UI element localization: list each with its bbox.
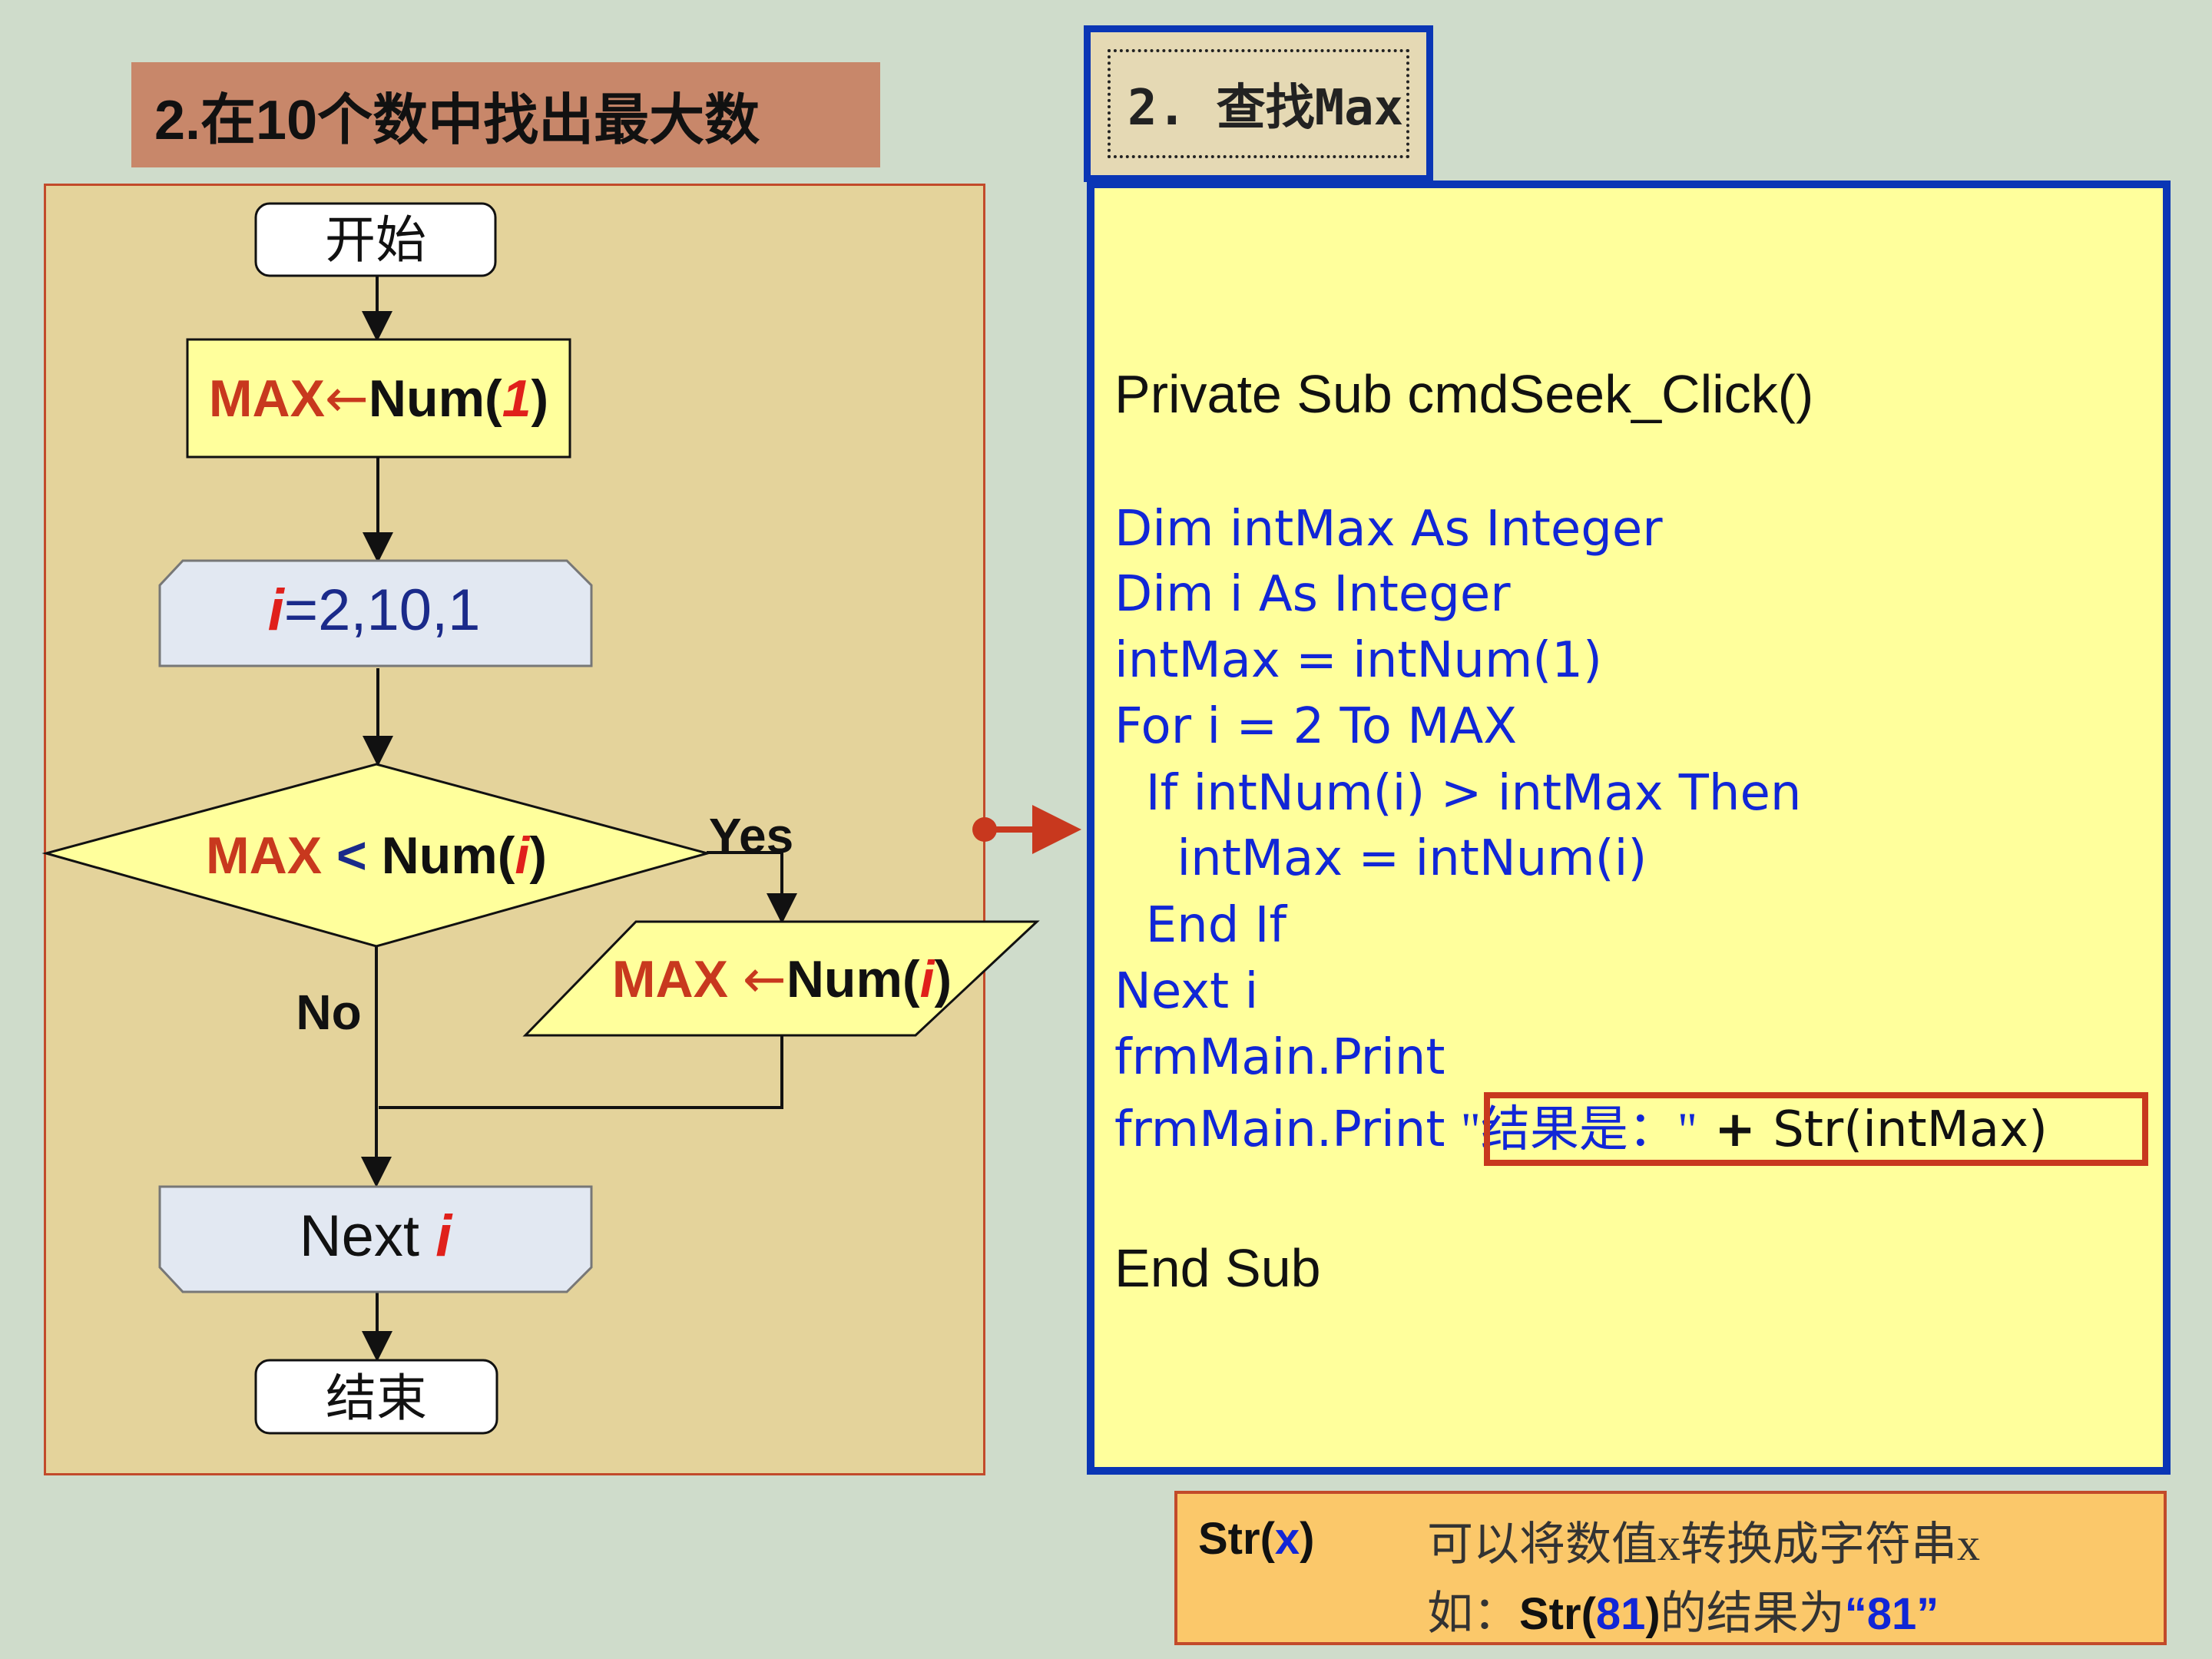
code-print2-string: "结果是：" xyxy=(1460,1102,1697,1157)
code-line-dim-i: Dim i As Integer xyxy=(1114,566,1511,623)
next-label: Next i xyxy=(300,1204,453,1269)
code-line-print1: frmMain.Print xyxy=(1114,1029,1445,1086)
decision-close: ) xyxy=(529,826,547,885)
code-print2-fn: Str(intMax) xyxy=(1773,1101,2048,1158)
update-arrow: ← xyxy=(743,949,786,1010)
assign-max-index: 1 xyxy=(502,369,531,428)
code-line-print2: frmMain.Print "结果是：" + Str(intMax) xyxy=(1114,1097,2048,1163)
arrow-yes-branch xyxy=(707,851,797,924)
assign-max-box xyxy=(186,338,571,459)
code-line-dim-max: Dim intMax As Integer xyxy=(1114,501,1663,558)
code-line-assign: intMax = intNum(i) xyxy=(1114,830,1647,887)
note-example-result: “81” xyxy=(1844,1589,1939,1639)
decision-diamond xyxy=(41,763,712,948)
decision-label: MAX < Num(i) xyxy=(206,826,547,885)
seek-max-tab-focus: 2. 查找Max xyxy=(1108,49,1409,158)
seek-max-tab[interactable]: 2. 查找Max xyxy=(1084,25,1433,182)
code-panel xyxy=(1087,180,2171,1475)
slide-title: 2.在10个数中找出最大数 xyxy=(131,62,880,167)
assign-max-arrow: ← xyxy=(325,369,369,429)
note-panel xyxy=(1174,1491,2167,1645)
decision-fn: Num( xyxy=(382,826,515,885)
seek-max-tab-label: 2. 查找Max xyxy=(1128,80,1404,137)
start-terminal xyxy=(254,202,497,277)
loop-hexagon xyxy=(158,559,593,667)
code-line-sub: Private Sub cmdSeek_Click() xyxy=(1114,364,1814,424)
update-left: MAX xyxy=(612,950,743,1008)
update-fn: Num( xyxy=(786,950,920,1008)
update-parallelogram xyxy=(522,920,1040,1037)
yes-label: Yes xyxy=(709,808,793,863)
update-close: ) xyxy=(935,950,952,1008)
decision-var: i xyxy=(515,826,531,885)
assign-max-fn: Num( xyxy=(369,369,502,428)
end-label: 结束 xyxy=(326,1369,427,1426)
highlight-box xyxy=(1484,1092,2148,1166)
note-fn-arg: x xyxy=(1274,1514,1300,1564)
end-terminal xyxy=(254,1359,498,1435)
no-label: No xyxy=(296,985,361,1040)
assign-max-label: MAX←Num(1) xyxy=(209,369,548,429)
update-label: MAX ←Num(i) xyxy=(612,949,952,1010)
next-hexagon xyxy=(158,1185,593,1293)
flow-connectors xyxy=(361,276,797,1362)
note-example: 如：Str(81)的结果为“81” xyxy=(1427,1576,1939,1643)
next-word: Next xyxy=(300,1204,435,1269)
update-var: i xyxy=(920,950,936,1008)
code-line-endif: End If xyxy=(1114,897,1287,954)
pointer-arrow xyxy=(972,805,1081,854)
code-line-init: intMax = intNum(1) xyxy=(1114,632,1602,689)
note-example-fn: Str( xyxy=(1519,1589,1596,1639)
decision-op: < xyxy=(322,826,382,885)
note-example-arg: 81 xyxy=(1595,1589,1646,1639)
note-fn-signature: Str(x) xyxy=(1198,1513,1314,1565)
assign-max-close: ) xyxy=(531,369,549,428)
note-example-close: ) xyxy=(1645,1589,1661,1639)
arrow-merge-line xyxy=(379,1033,783,1109)
code-line-endsub: End Sub xyxy=(1114,1238,1321,1298)
code-line-for: For i = 2 To MAX xyxy=(1114,698,1518,755)
start-label: 开始 xyxy=(325,211,426,268)
note-example-middle: 的结果为 xyxy=(1660,1588,1845,1639)
code-print2-prefix: frmMain.Print xyxy=(1114,1101,1461,1158)
loop-var: i xyxy=(268,578,286,643)
code-print2-plus: + xyxy=(1697,1101,1773,1158)
note-example-prefix: 如： xyxy=(1427,1588,1519,1639)
note-description: 可以将数值x转换成字符串x xyxy=(1427,1519,1980,1570)
loop-label: i=2,10,1 xyxy=(268,578,481,643)
note-fn-close: ) xyxy=(1300,1514,1315,1564)
slide-title-text: 2.在10个数中找出最大数 xyxy=(154,90,760,151)
assign-max-var: MAX xyxy=(209,369,325,428)
loop-range: =2,10,1 xyxy=(284,578,481,643)
note-fn-name: Str( xyxy=(1198,1514,1275,1564)
code-line-next: Next i xyxy=(1114,963,1259,1020)
code-line-if: If intNum(i) > intMax Then xyxy=(1114,765,1802,822)
next-var: i xyxy=(435,1204,453,1269)
decision-left: MAX xyxy=(206,826,322,885)
